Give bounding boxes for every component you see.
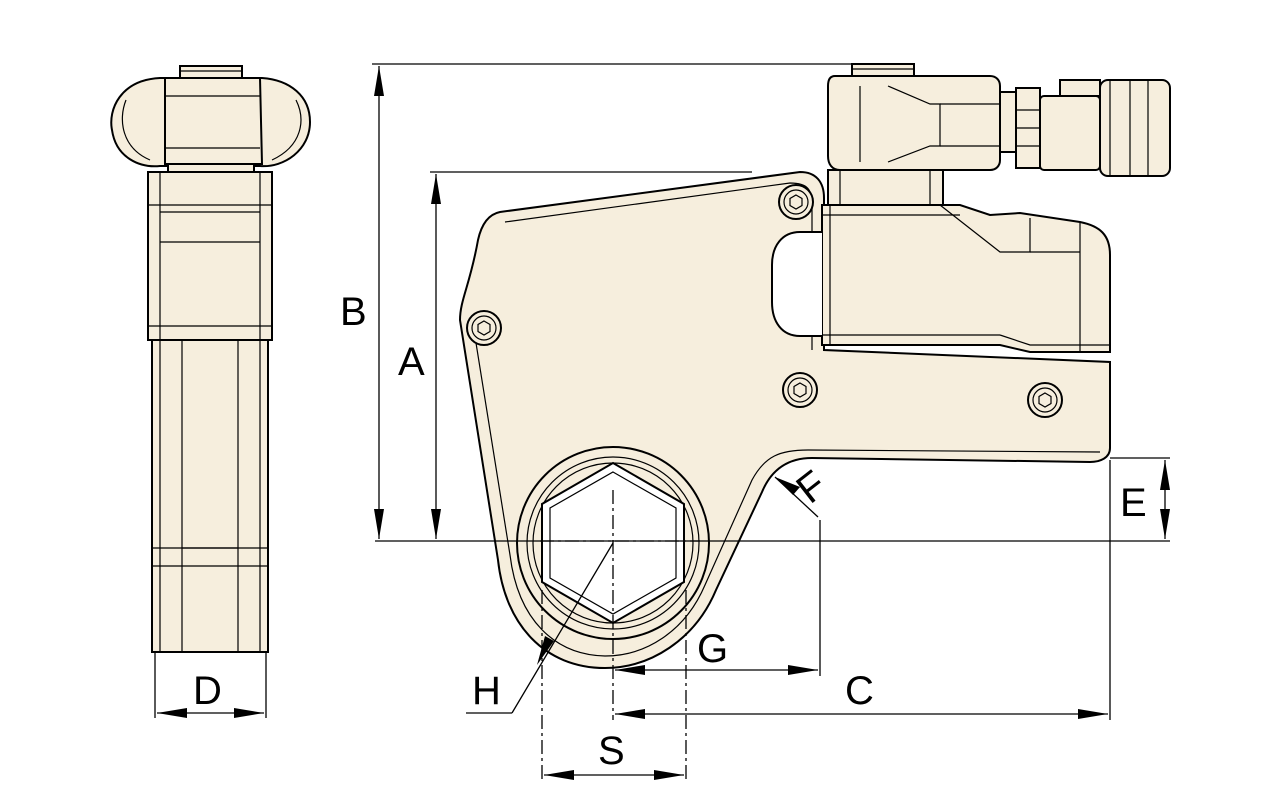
- plate-cutout: [771, 231, 822, 337]
- hex-socket-bolt-icon: [778, 184, 814, 220]
- label-f: F: [788, 462, 834, 512]
- label-e: E: [1120, 481, 1147, 525]
- hex-socket-bolt-icon: [1027, 382, 1063, 418]
- hex-socket-bolt-icon: [466, 310, 502, 346]
- cylinder-block: [821, 204, 1111, 353]
- label-d: D: [193, 669, 222, 713]
- label-g: G: [697, 627, 728, 671]
- label-s: S: [598, 729, 625, 773]
- label-a: A: [398, 340, 425, 384]
- label-b: B: [340, 290, 367, 334]
- label-h: H: [472, 669, 501, 713]
- side-view-neck: [167, 163, 255, 173]
- side-view-cylinder: [147, 171, 273, 341]
- coupler-end: [1099, 79, 1171, 177]
- swivel-top-port: [851, 63, 915, 77]
- dimension-lines: [154, 63, 1170, 780]
- coupler-body: [1039, 95, 1101, 171]
- side-view-swivel-head: [164, 77, 264, 165]
- side-view-lower-body: [151, 339, 269, 653]
- hex-socket-bolt-icon: [782, 372, 818, 408]
- label-c: C: [845, 669, 874, 713]
- side-view: [110, 65, 312, 653]
- swivel-housing: [827, 75, 1001, 171]
- coupler-collar: [1059, 79, 1101, 97]
- swivel-neck: [827, 169, 944, 206]
- front-view: [458, 63, 1171, 670]
- side-view-port: [179, 65, 243, 79]
